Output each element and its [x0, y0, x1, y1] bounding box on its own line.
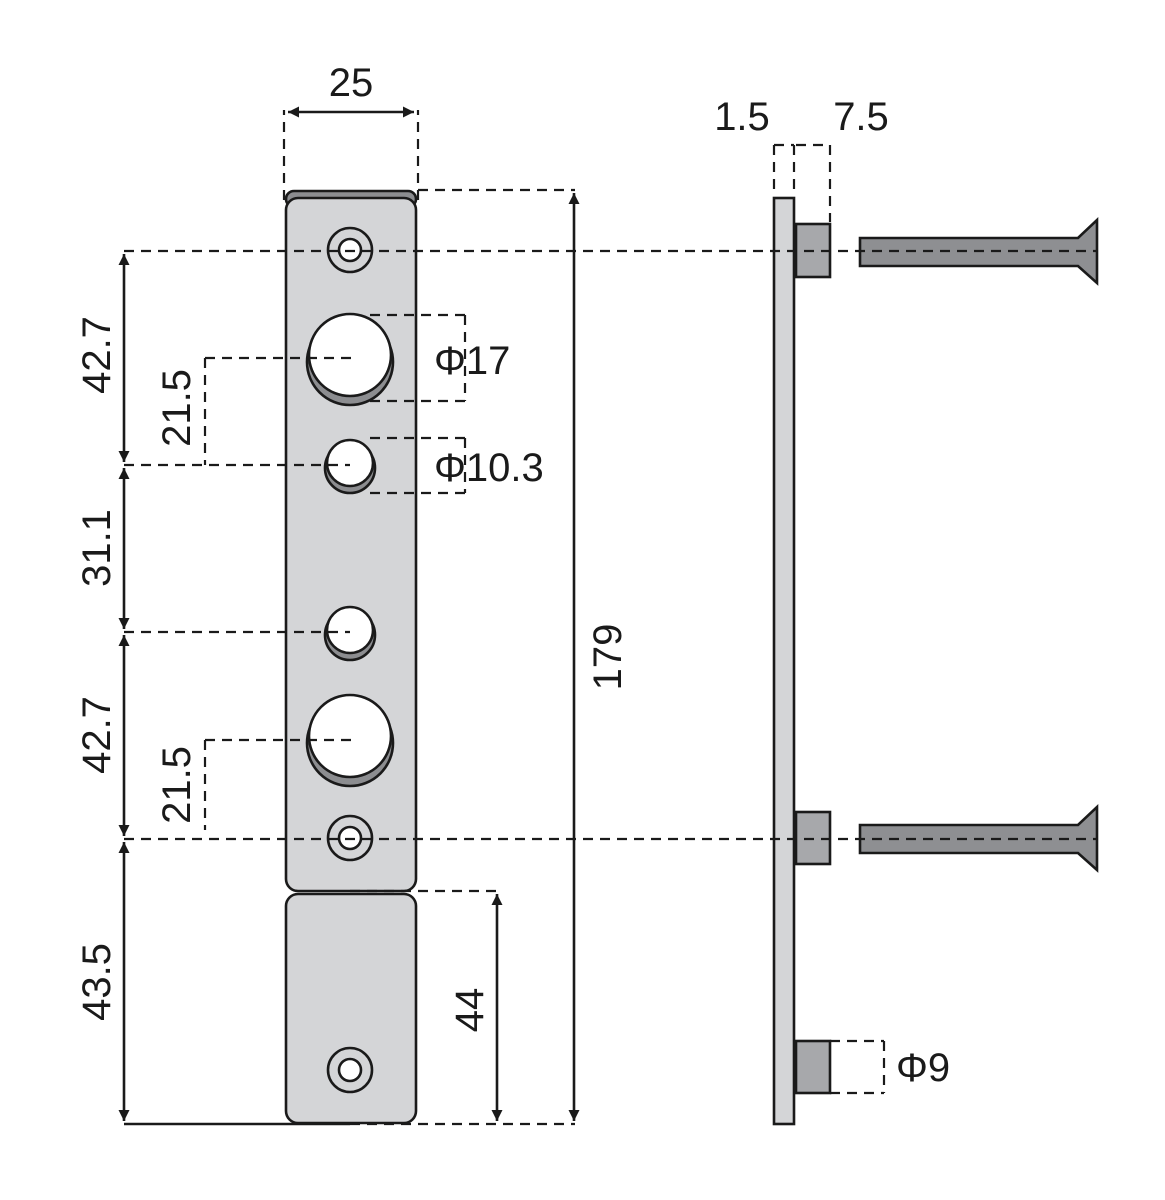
- dimension-labels: 25 179 44 42.7 31.1 42.7 43.5 21.5 21.5 …: [75, 61, 950, 1090]
- screw-hole-bottom: [326, 1046, 374, 1094]
- front-view: [284, 189, 418, 1125]
- lower-spacing-dimension-label: 42.7: [75, 696, 119, 774]
- dimension-arrows: [118, 106, 580, 1126]
- total-height-dimension-label: 179: [586, 624, 630, 691]
- side-view: [772, 196, 1099, 1126]
- width-dimension-label: 25: [329, 61, 374, 105]
- small-hole-lower: [323, 605, 377, 662]
- small-hole-upper: [323, 438, 377, 495]
- lower-offset-dimension-label: 21.5: [155, 746, 199, 824]
- large-hole-lower: [305, 693, 395, 788]
- bushing-bottom: [794, 1039, 832, 1095]
- upper-offset-dimension-label: 21.5: [155, 369, 199, 447]
- large-hole-diameter-label: Φ17: [434, 339, 510, 383]
- plate-thickness-dimension-label: 1.5: [714, 95, 770, 139]
- top-spacing-dimension-label: 42.7: [75, 316, 119, 394]
- large-hole-upper: [305, 312, 395, 407]
- side-plate: [772, 196, 796, 1126]
- extension-lines: [124, 110, 1097, 1126]
- bottom-spacing-dimension-label: 43.5: [75, 943, 119, 1021]
- bushing-length-dimension-label: 7.5: [833, 95, 889, 139]
- middle-spacing-dimension-label: 31.1: [75, 509, 119, 587]
- bushing-diameter-label: Φ9: [896, 1046, 950, 1090]
- small-hole-diameter-label: Φ10.3: [434, 446, 544, 490]
- lower-plate-height-dimension-label: 44: [448, 988, 492, 1033]
